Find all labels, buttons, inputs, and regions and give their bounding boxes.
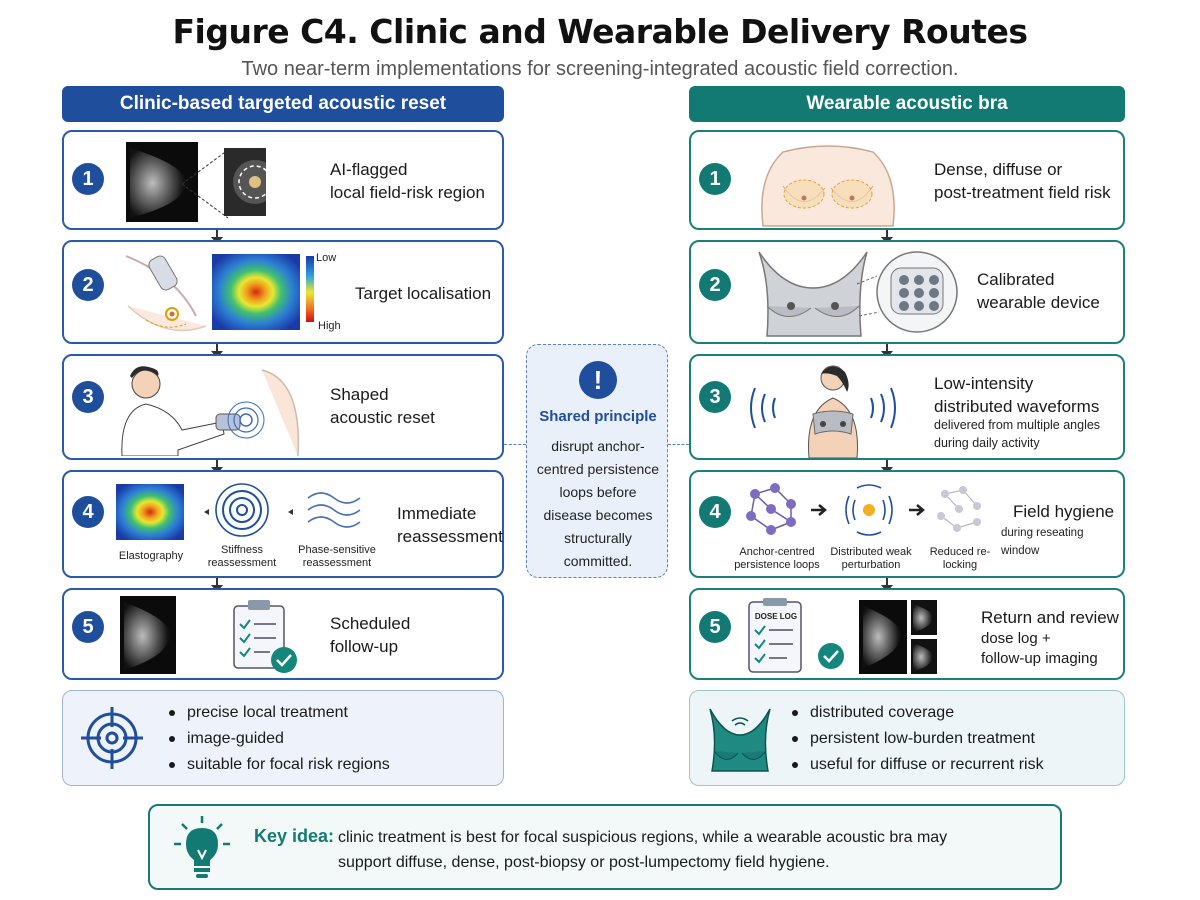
- flow-arrow: [211, 578, 223, 592]
- step-text: Target localisation: [355, 284, 492, 303]
- step-text: Dense, diffuse or post-treatment field r…: [934, 160, 1111, 202]
- torso-icon: [761, 145, 895, 227]
- caption-elastography: Elastography: [118, 550, 184, 562]
- mammogram-zoom-icon: [126, 142, 266, 222]
- wearable-step-5: 5 DOSE LOG Return and review dose log + …: [689, 588, 1125, 680]
- shared-principle-text: disrupt anchor- centred persistence loop…: [536, 438, 660, 569]
- wearable-summary: distributed coverage persistent low-burd…: [689, 690, 1125, 786]
- wearable-summary-list: distributed coverage persistent low-burd…: [788, 700, 1044, 778]
- key-idea-box: Key idea: clinic treatment is best for f…: [148, 804, 1062, 890]
- wearable-step-3: 3 Low-intensity distributed waveforms de…: [689, 354, 1125, 460]
- heatmap-icon: [212, 254, 314, 330]
- caption-reduced-relocking: Reduced re-locking: [929, 546, 991, 571]
- step-subtext: delivered from multiple angles during da…: [934, 418, 1101, 450]
- caption-weak-perturbation: Distributed weak perturbation: [830, 546, 912, 571]
- persistence-network-icons: [746, 483, 981, 536]
- list-item: image-guided: [165, 726, 390, 752]
- connector-left: [504, 444, 526, 445]
- list-item: distributed coverage: [788, 700, 1044, 726]
- caption-stiffness: Stiffness reassessment: [207, 544, 277, 569]
- shared-principle-box: ! Shared principle disrupt anchor- centr…: [526, 344, 668, 578]
- shared-principle-title: Shared principle: [539, 408, 657, 425]
- clinic-step-4: 4 Elastography Stiffness reassessment Ph…: [62, 470, 504, 578]
- flow-arrow: [881, 460, 893, 474]
- key-idea-text: clinic treatment is best for focal suspi…: [338, 829, 948, 871]
- clinic-summary-list: precise local treatment image-guided sui…: [165, 700, 390, 778]
- wearing-device-person-icon: [750, 365, 896, 458]
- ultrasound-probe-icon: [125, 255, 207, 332]
- connector-right: [668, 444, 689, 445]
- wearable-step-2: 2 Calibrated wearable device: [689, 240, 1125, 344]
- step-number: 3: [699, 381, 731, 413]
- caption-phase-sensitive: Phase-sensitive reassessment: [298, 544, 376, 569]
- step-subtext: during reseating window: [1001, 527, 1084, 557]
- step-text: Immediate reassessment: [397, 504, 503, 546]
- dose-log-label: DOSE LOG: [754, 612, 798, 621]
- caption-anchor-loops: Anchor-centred persistence loops: [734, 546, 820, 571]
- step-number: 1: [72, 163, 104, 195]
- figure-title: Figure C4. Clinic and Wearable Delivery …: [172, 12, 1028, 51]
- step-text: Low-intensity distributed waveforms: [934, 374, 1100, 416]
- step-text: AI-flagged local field-risk region: [330, 160, 485, 202]
- target-icon: [81, 707, 143, 769]
- wearable-step-1: 1 Dense, diffuse or post-treatment field…: [689, 130, 1125, 230]
- flow-arrow: [211, 344, 223, 358]
- flow-arrow: [881, 578, 893, 592]
- wearable-bra-icon: [709, 708, 771, 772]
- list-item: precise local treatment: [165, 700, 390, 726]
- list-item: suitable for focal risk regions: [165, 752, 390, 778]
- step-number: 4: [72, 496, 104, 528]
- flow-arrow: [211, 230, 223, 244]
- clinic-step-1: 1 AI-flagged local field-risk region: [62, 130, 504, 230]
- step-number: 3: [72, 381, 104, 413]
- exclamation-glyph: !: [593, 365, 603, 395]
- step-text: Field hygiene: [1013, 502, 1115, 521]
- dose-log-imaging-icon: [748, 598, 937, 674]
- flow-arrow: [211, 460, 223, 474]
- step-text: Shaped acoustic reset: [330, 385, 435, 427]
- mammogram-clipboard-icon: [120, 596, 297, 674]
- step-number: 2: [72, 269, 104, 301]
- step-number: 1: [699, 163, 731, 195]
- scale-top-label: Low: [316, 252, 337, 264]
- wearable-column-header: Wearable acoustic bra: [689, 86, 1125, 122]
- step-number: 2: [699, 269, 731, 301]
- step-text: Scheduled follow-up: [330, 614, 411, 656]
- exclamation-icon: [579, 361, 617, 399]
- lightbulb-icon: [174, 816, 230, 878]
- step-text: Return and review dose log + follow-up i…: [981, 608, 1119, 667]
- clinic-summary: precise local treatment image-guided sui…: [62, 690, 504, 786]
- step-text: Calibrated wearable device: [977, 270, 1100, 312]
- flow-arrow: [881, 344, 893, 358]
- list-item: useful for diffuse or recurrent risk: [788, 752, 1044, 778]
- reassessment-icons: [116, 483, 361, 540]
- clinic-step-3: 3 Shaped acoustic reset: [62, 354, 504, 460]
- step-number: 5: [72, 611, 104, 643]
- clinic-step-5: 5 Scheduled follow-up: [62, 588, 504, 680]
- step-number: 5: [699, 611, 731, 643]
- step-number: 4: [699, 496, 731, 528]
- scale-bottom-label: High: [318, 320, 341, 332]
- clinician-icon: [121, 366, 300, 456]
- list-item: persistent low-burden treatment: [788, 726, 1044, 752]
- electrode-grid-icon: [899, 275, 939, 311]
- wearable-step-4: 4 Anchor-cen: [689, 470, 1125, 578]
- figure-subtitle: Two near-term implementations for screen…: [241, 58, 959, 80]
- flow-arrow: [881, 230, 893, 244]
- clinic-column-header: Clinic-based targeted acoustic reset: [62, 86, 504, 122]
- clinic-step-2: 2 Low High Target localisation: [62, 240, 504, 344]
- key-idea-label: Key idea:: [254, 826, 335, 846]
